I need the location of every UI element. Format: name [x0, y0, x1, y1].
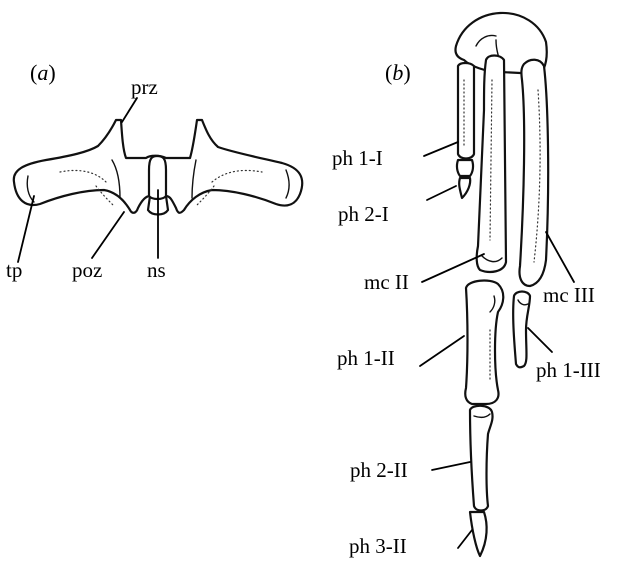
leader-ph3-II [458, 530, 472, 548]
label-ph1-II: ph 1-II [337, 346, 395, 370]
label-prz: prz [131, 75, 158, 99]
panel-b-label: (b) [385, 60, 411, 85]
label-ph1-III: ph 1-III [536, 358, 601, 382]
label-ph2-I: ph 2-I [338, 202, 389, 226]
label-ph1-I: ph 1-I [332, 146, 383, 170]
leader-mc-II [422, 254, 484, 282]
leader-ph1-II [420, 336, 464, 366]
leader-ph1-III [528, 328, 552, 352]
label-ph3-II: ph 3-II [349, 534, 407, 558]
leader-mc-III [546, 232, 574, 282]
ph1-III [513, 292, 530, 368]
leader-poz [92, 212, 124, 258]
panel-a-label: (a) [30, 60, 56, 85]
mc-I [458, 63, 474, 159]
leader-ph2-I [427, 186, 456, 200]
leader-ph1-I [424, 142, 458, 156]
ph2-II [470, 406, 493, 511]
leader-prz [122, 98, 137, 122]
ph1-II [465, 281, 503, 404]
label-poz: poz [72, 258, 102, 282]
leader-ph2-II [432, 462, 470, 470]
panel-b: (b) [332, 13, 601, 558]
ph3-II [470, 512, 487, 556]
mc-III [519, 60, 548, 286]
panel-a: (a) prz tp poz ns [6, 60, 302, 282]
label-mc-II: mc II [364, 270, 409, 294]
ph1-I [457, 160, 473, 176]
label-ns: ns [147, 258, 166, 282]
manus-drawing [455, 13, 548, 556]
label-tp: tp [6, 258, 22, 282]
ph2-I [459, 178, 470, 198]
leader-tp [18, 196, 34, 262]
label-ph2-II: ph 2-II [350, 458, 408, 482]
label-mc-III: mc III [543, 283, 595, 307]
